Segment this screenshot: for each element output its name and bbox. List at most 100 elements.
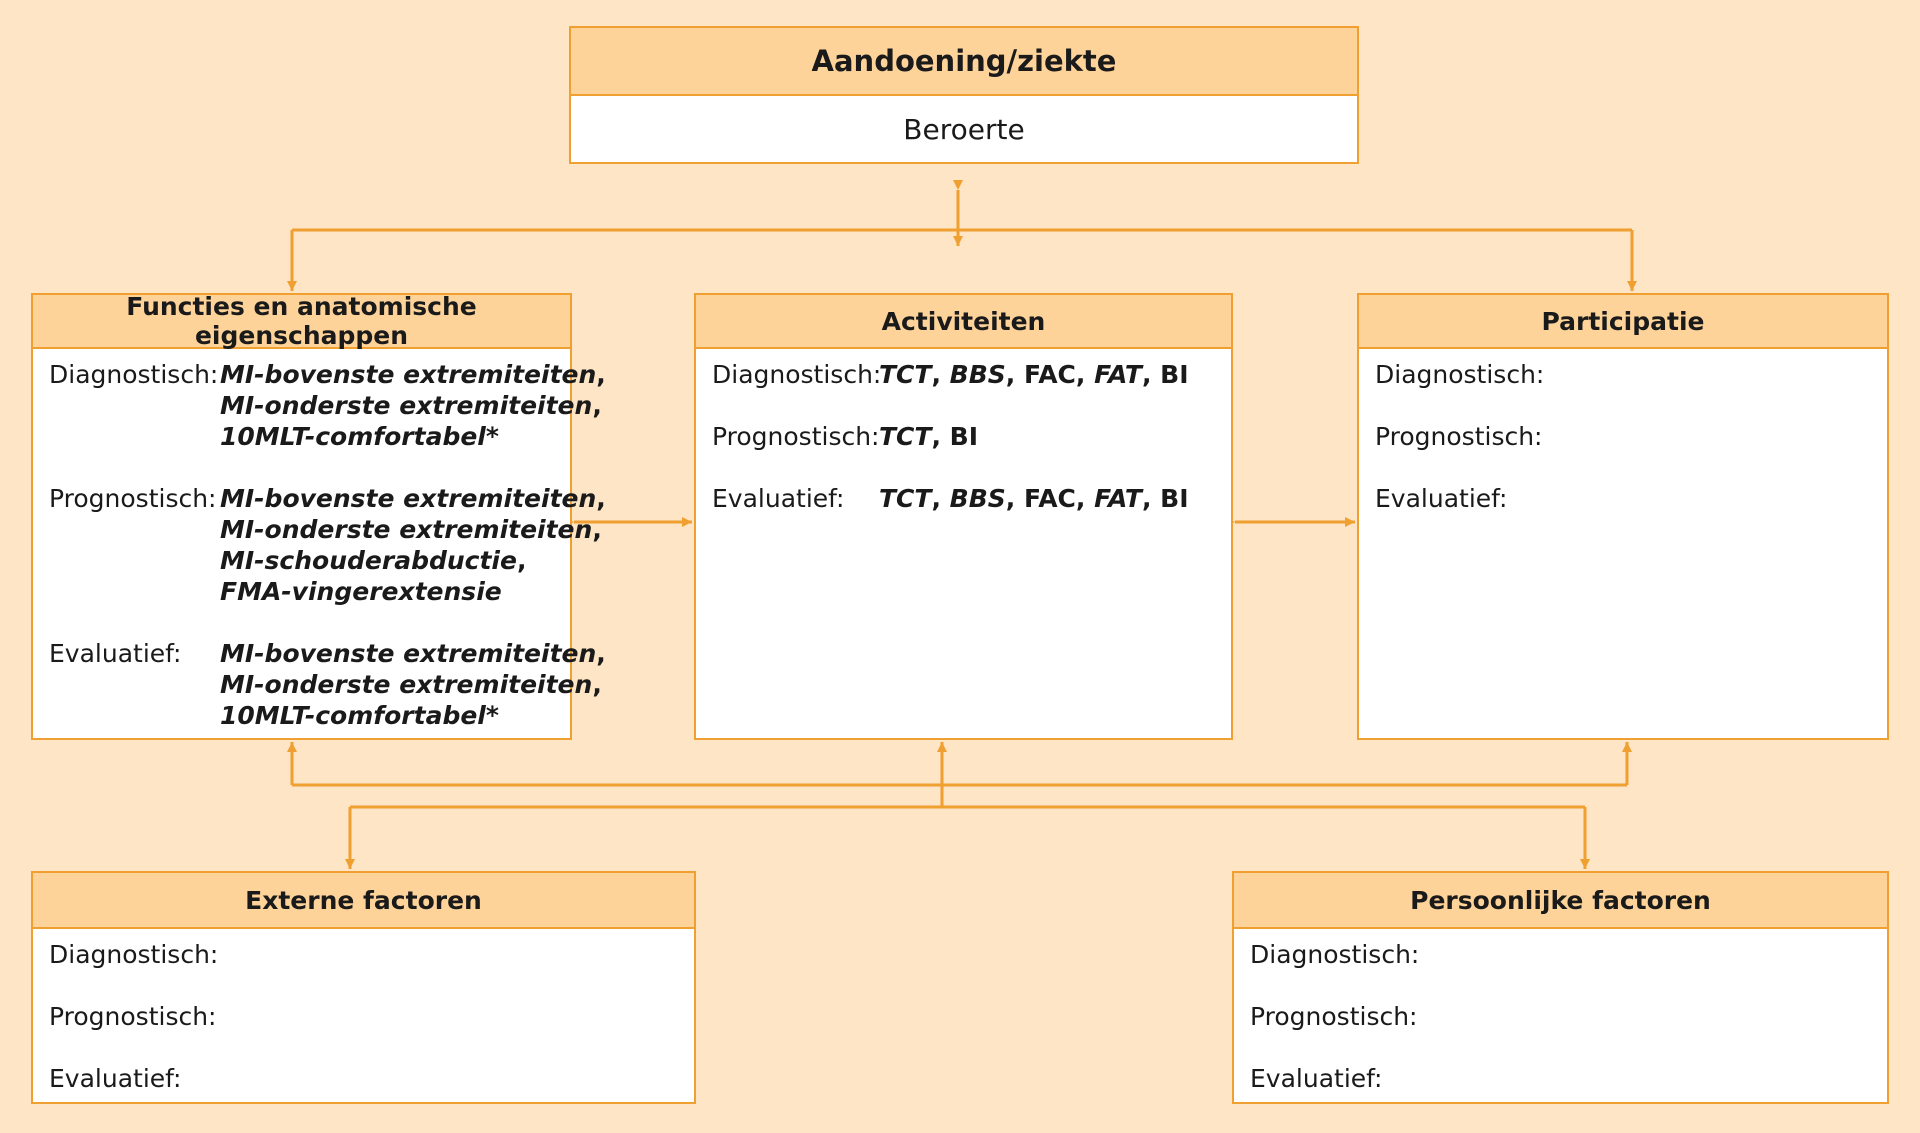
row-label: Prognostisch:	[1250, 1002, 1418, 1031]
measure-text: ,	[931, 360, 950, 389]
measure-list	[1542, 421, 1887, 452]
measure-text: ,	[931, 484, 950, 513]
measure-row: Evaluatief:	[1375, 483, 1887, 514]
measure-line: FMA-vingerextensie	[220, 576, 606, 607]
measure-line: TCT, BI	[879, 421, 1231, 452]
measure-list	[1544, 359, 1887, 390]
measure-list	[1507, 483, 1887, 514]
measure-list: TCT, BBS, FAC, FAT, BI	[879, 359, 1231, 390]
measure-text: ,	[596, 484, 606, 513]
measure-text: FAT	[1094, 360, 1142, 389]
participation-body: Diagnostisch: Prognostisch: Evaluatief:	[1359, 349, 1887, 514]
measure-line: MI-onderste extremiteiten,	[220, 514, 606, 545]
measure-text: MI-bovenste extremiteiten	[220, 639, 597, 668]
row-label: Diagnostisch:	[1250, 940, 1420, 969]
external-box: Externe factoren Diagnostisch: Prognostis…	[31, 871, 696, 1104]
measure-text: FAT	[1094, 484, 1142, 513]
measure-text: TCT	[879, 484, 932, 513]
measure-text: MI-onderste extremiteiten	[220, 515, 593, 544]
measure-row: Evaluatief: MI-bovenste extremiteiten,MI-…	[49, 638, 606, 731]
measure-row: Prognostisch:TCT, BI	[712, 421, 1231, 452]
row-label: Diagnostisch:	[712, 360, 882, 389]
measure-line: MI-bovenste extremiteiten,	[220, 638, 606, 669]
measure-row: Evaluatief: TCT, BBS, FAC, FAT, BI	[712, 483, 1231, 514]
activities-title: Activiteiten	[696, 295, 1231, 349]
row-label: Evaluatief:	[712, 484, 845, 513]
measure-line: MI-onderste extremiteiten,	[220, 390, 606, 421]
measure-text: MI-bovenste extremiteiten	[220, 484, 597, 513]
measure-list: MI-bovenste extremiteiten,MI-onderste ex…	[220, 483, 606, 607]
measure-line: 10MLT-comfortabel*	[220, 421, 606, 452]
measure-list	[216, 1001, 694, 1032]
row-label: Diagnostisch:	[49, 360, 219, 389]
measure-text: , BI	[1141, 360, 1189, 389]
measure-row: Prognostisch:	[1250, 1001, 1887, 1032]
measure-row: Prognostisch:	[1375, 421, 1887, 452]
measure-text: , BI	[931, 422, 979, 451]
measure-row: Diagnostisch:	[1250, 939, 1887, 970]
measure-text: MI-onderste extremiteiten	[220, 670, 593, 699]
row-label: Prognostisch:	[712, 422, 880, 451]
measure-list: TCT, BBS, FAC, FAT, BI	[879, 483, 1231, 514]
participation-title: Participatie	[1359, 295, 1887, 349]
measure-line: MI-bovenste extremiteiten,	[220, 483, 606, 514]
row-label: Prognostisch:	[1375, 422, 1543, 451]
measure-line: MI-bovenste extremiteiten,	[220, 359, 606, 390]
measure-text: , FAC,	[1005, 360, 1095, 389]
measure-list	[1419, 939, 1887, 970]
measure-list	[1382, 1063, 1887, 1094]
measure-list: MI-bovenste extremiteiten,MI-onderste ex…	[220, 638, 606, 731]
measure-text: ,	[592, 515, 602, 544]
measure-text: ,	[596, 639, 606, 668]
row-label: Prognostisch:	[49, 484, 217, 513]
measure-line: 10MLT-comfortabel*	[220, 700, 606, 731]
participation-box: Participatie Diagnostisch: Prognostisch: E…	[1357, 293, 1889, 740]
measure-text: 10MLT-comfortabel*	[220, 422, 499, 451]
condition-box: Aandoening/ziekte Beroerte	[569, 26, 1359, 164]
measure-text: ,	[596, 360, 606, 389]
measure-text: , BI	[1141, 484, 1189, 513]
activities-box: Activiteiten Diagnostisch:TCT, BBS, FAC,…	[694, 293, 1233, 740]
measure-list	[181, 1063, 694, 1094]
functions-title: Functies en anatomische eigenschappen	[33, 292, 570, 350]
measure-text: ,	[592, 391, 602, 420]
measure-text: MI-schouderabductie	[220, 546, 517, 575]
measure-list	[218, 939, 694, 970]
functions-body: Diagnostisch:MI-bovenste extremiteiten,M…	[33, 349, 606, 731]
measure-row: Evaluatief:	[1250, 1063, 1887, 1094]
measure-row: Diagnostisch:	[49, 939, 694, 970]
row-label: Evaluatief:	[49, 639, 182, 668]
measure-list: TCT, BI	[879, 421, 1231, 452]
external-title: Externe factoren	[33, 873, 694, 929]
measure-row: Diagnostisch:MI-bovenste extremiteiten,M…	[49, 359, 606, 452]
measure-text: TCT	[879, 422, 932, 451]
measure-text: ,	[516, 546, 527, 575]
measure-text: ,	[592, 670, 602, 699]
measure-text: BBS	[949, 484, 1006, 513]
measure-text: 10MLT-comfortabel*	[220, 701, 499, 730]
measure-list: MI-bovenste extremiteiten,MI-onderste ex…	[220, 359, 606, 452]
measure-text: TCT	[879, 360, 932, 389]
external-body: Diagnostisch: Prognostisch: Evaluatief:	[33, 929, 694, 1094]
measure-line: TCT, BBS, FAC, FAT, BI	[879, 359, 1231, 390]
functions-box: Functies en anatomische eigenschappen Di…	[31, 292, 606, 740]
measure-row: Evaluatief:	[49, 1063, 694, 1094]
personal-body: Diagnostisch: Prognostisch: Evaluatief:	[1234, 929, 1887, 1094]
measure-line: MI-onderste extremiteiten,	[220, 669, 606, 700]
measure-row: Prognostisch:	[49, 1001, 694, 1032]
row-label: Prognostisch:	[49, 1002, 217, 1031]
measure-text: BBS	[949, 360, 1006, 389]
personal-title: Persoonlijke factoren	[1234, 873, 1887, 929]
measure-text: FMA-vingerextensie	[220, 577, 502, 606]
personal-box: Persoonlijke factoren Diagnostisch: Progn…	[1232, 871, 1889, 1104]
measure-row: Prognostisch:MI-bovenste extremiteiten,M…	[49, 483, 606, 607]
measure-text: , FAC,	[1005, 484, 1095, 513]
measure-text: MI-onderste extremiteiten	[220, 391, 593, 420]
condition-subtitle: Beroerte	[903, 113, 1025, 146]
row-label: Diagnostisch:	[1375, 360, 1545, 389]
measure-list	[1417, 1001, 1887, 1032]
row-label: Diagnostisch:	[49, 940, 219, 969]
row-label: Evaluatief:	[49, 1064, 182, 1093]
